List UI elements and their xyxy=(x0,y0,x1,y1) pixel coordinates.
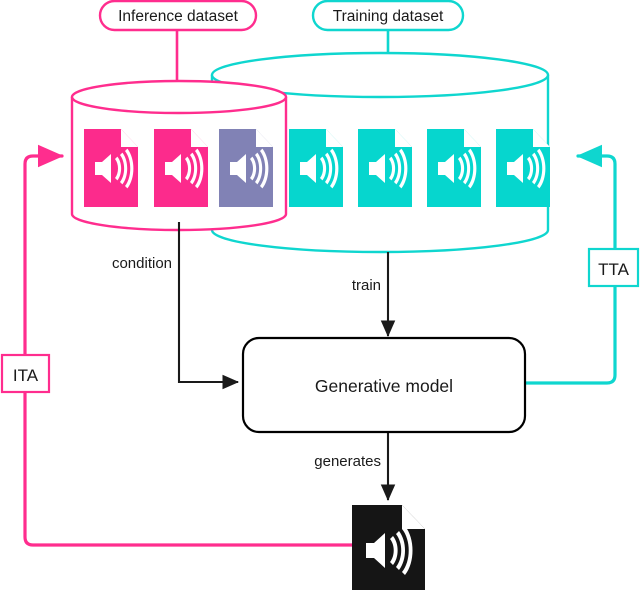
generative-model-box[interactable] xyxy=(241,336,527,434)
condition-edge xyxy=(177,222,240,390)
tta-badge[interactable]: TTA xyxy=(587,247,640,288)
condition-label: condition xyxy=(112,255,172,272)
inference-dataset-label: Inference dataset xyxy=(118,8,238,25)
generative-model-label: Generative model xyxy=(315,376,453,396)
training-cylinder-top xyxy=(210,51,550,99)
node-training-dataset[interactable]: Training dataset xyxy=(311,0,465,32)
tta-badge-box[interactable] xyxy=(587,247,640,288)
generates-label: generates xyxy=(314,453,381,470)
tta-badge-label: TTA xyxy=(598,260,630,279)
ita-badge[interactable]: ITA xyxy=(0,353,51,394)
ita-badge-box[interactable] xyxy=(0,353,51,394)
training-dataset-pill[interactable] xyxy=(311,0,465,32)
ita-badge-label: ITA xyxy=(13,366,39,385)
training-dataset-label: Training dataset xyxy=(333,8,444,25)
inference-cylinder-top xyxy=(70,79,288,115)
ita-feedback-path xyxy=(23,144,354,547)
generated-audio-file xyxy=(352,505,425,590)
train-label: train xyxy=(352,277,381,294)
inference-dataset-pill[interactable] xyxy=(98,0,258,32)
node-inference-dataset[interactable]: Inference dataset xyxy=(98,0,258,32)
